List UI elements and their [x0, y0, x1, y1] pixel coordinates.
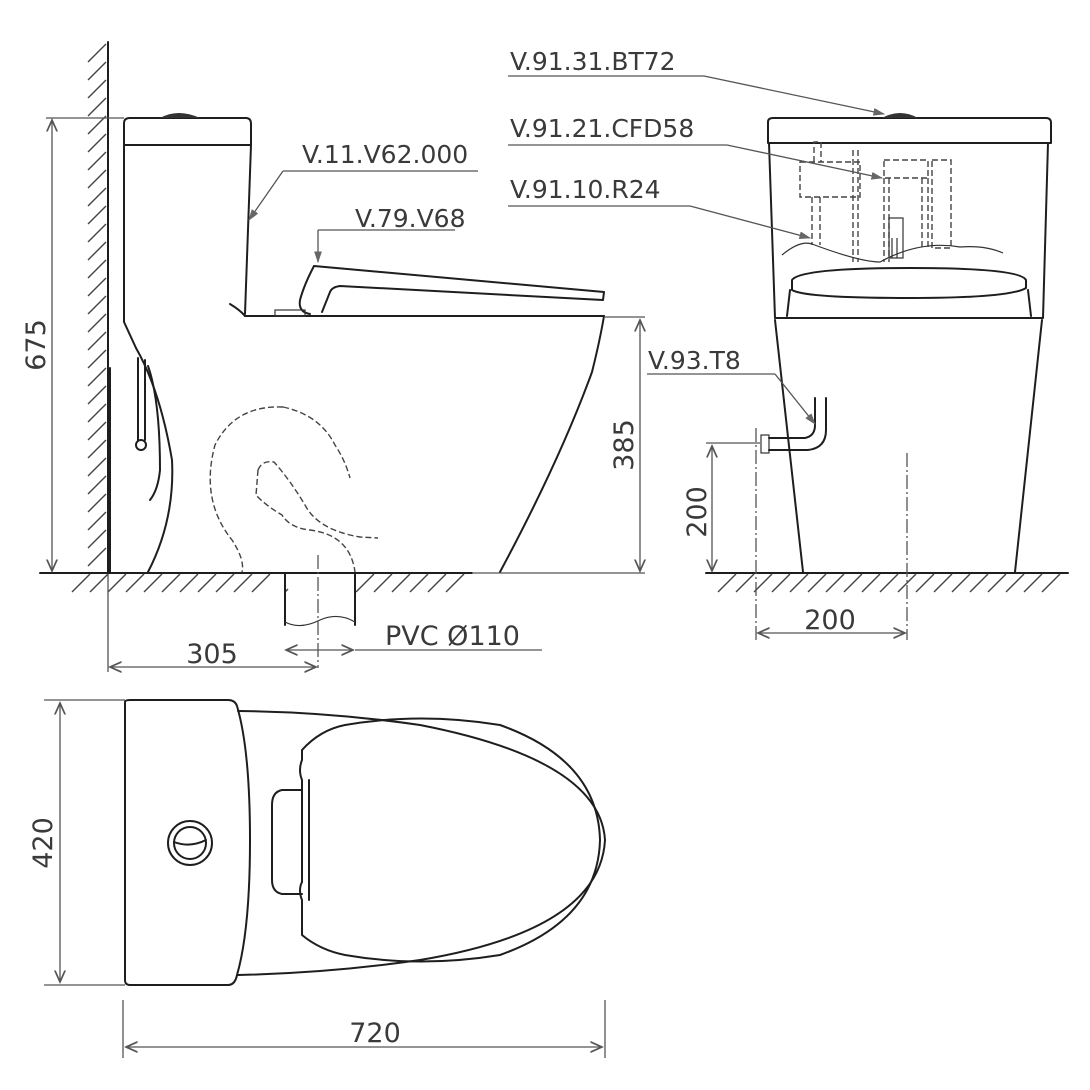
side-water-pipe	[135, 357, 161, 501]
front-bowl-body	[774, 319, 1043, 573]
dimension-200-offset: 200	[758, 605, 905, 636]
label-bowl-body: V.11.V62.000	[249, 140, 478, 220]
label-v93-text: V.93.T8	[648, 346, 741, 375]
dim-200h-text: 200	[682, 486, 713, 538]
side-tank-body	[123, 144, 252, 349]
dimension-720: 720	[122, 1000, 606, 1058]
side-bowl-body	[135, 315, 605, 573]
top-flush-button	[167, 820, 213, 866]
side-seat-cover	[244, 265, 605, 317]
dimension-305: 305	[107, 574, 316, 672]
dimension-385: 385	[472, 316, 645, 574]
label-v11-text: V.11.V62.000	[302, 140, 468, 169]
label-v9110-text: V.91.10.R24	[510, 175, 661, 204]
dim-pvc-text: PVC Ø110	[385, 621, 520, 652]
front-tank-lid	[767, 117, 1052, 144]
label-seat-cover: V.79.V68	[318, 204, 466, 262]
top-view: 420 720	[28, 699, 606, 1058]
tank-internals-dashed	[781, 141, 1004, 263]
dim-720-text: 720	[349, 1018, 401, 1049]
dim-675-text: 675	[21, 319, 52, 371]
dim-420-text: 420	[28, 817, 59, 869]
front-view: 200 200 V.91.31.BT72 V.91.21.CFD58 V.91.…	[508, 47, 1069, 640]
label-angle-valve: V.93.T8	[647, 346, 815, 424]
side-view: 675 385 305 PVC Ø110 V.11.V62.000	[21, 41, 645, 672]
front-seat	[791, 267, 1027, 299]
top-bowl-outline	[237, 710, 606, 976]
label-v9121-text: V.91.21.CFD58	[510, 114, 694, 143]
dim-385-text: 385	[609, 419, 640, 471]
front-tank-body	[768, 142, 1049, 319]
dim-305-text: 305	[186, 639, 238, 670]
side-tank-lid	[123, 117, 252, 146]
drain-pipe	[284, 555, 356, 668]
dimension-420: 420	[28, 699, 125, 986]
floor-hatch	[39, 572, 473, 593]
label-flush-button: V.91.31.BT72	[508, 47, 884, 114]
label-v9131-text: V.91.31.BT72	[510, 47, 676, 76]
angle-valve	[755, 397, 827, 640]
top-tank	[124, 699, 251, 986]
wall-hatch	[87, 41, 109, 574]
side-flush-button	[160, 113, 200, 118]
label-flush-valve: V.91.21.CFD58	[508, 114, 882, 178]
front-flush-button	[882, 113, 918, 118]
label-fill-valve: V.91.10.R24	[508, 175, 810, 238]
dim-200w-text: 200	[804, 605, 856, 636]
dimension-200-height: 200	[682, 442, 760, 571]
label-v79-text: V.79.V68	[355, 204, 466, 233]
trapway-dashed	[209, 406, 379, 573]
dimension-pvc: PVC Ø110	[286, 621, 542, 652]
front-floor-hatch	[705, 572, 1069, 593]
top-seat-outline	[299, 717, 601, 963]
dimension-675: 675	[21, 117, 124, 571]
top-hinge	[271, 779, 310, 901]
